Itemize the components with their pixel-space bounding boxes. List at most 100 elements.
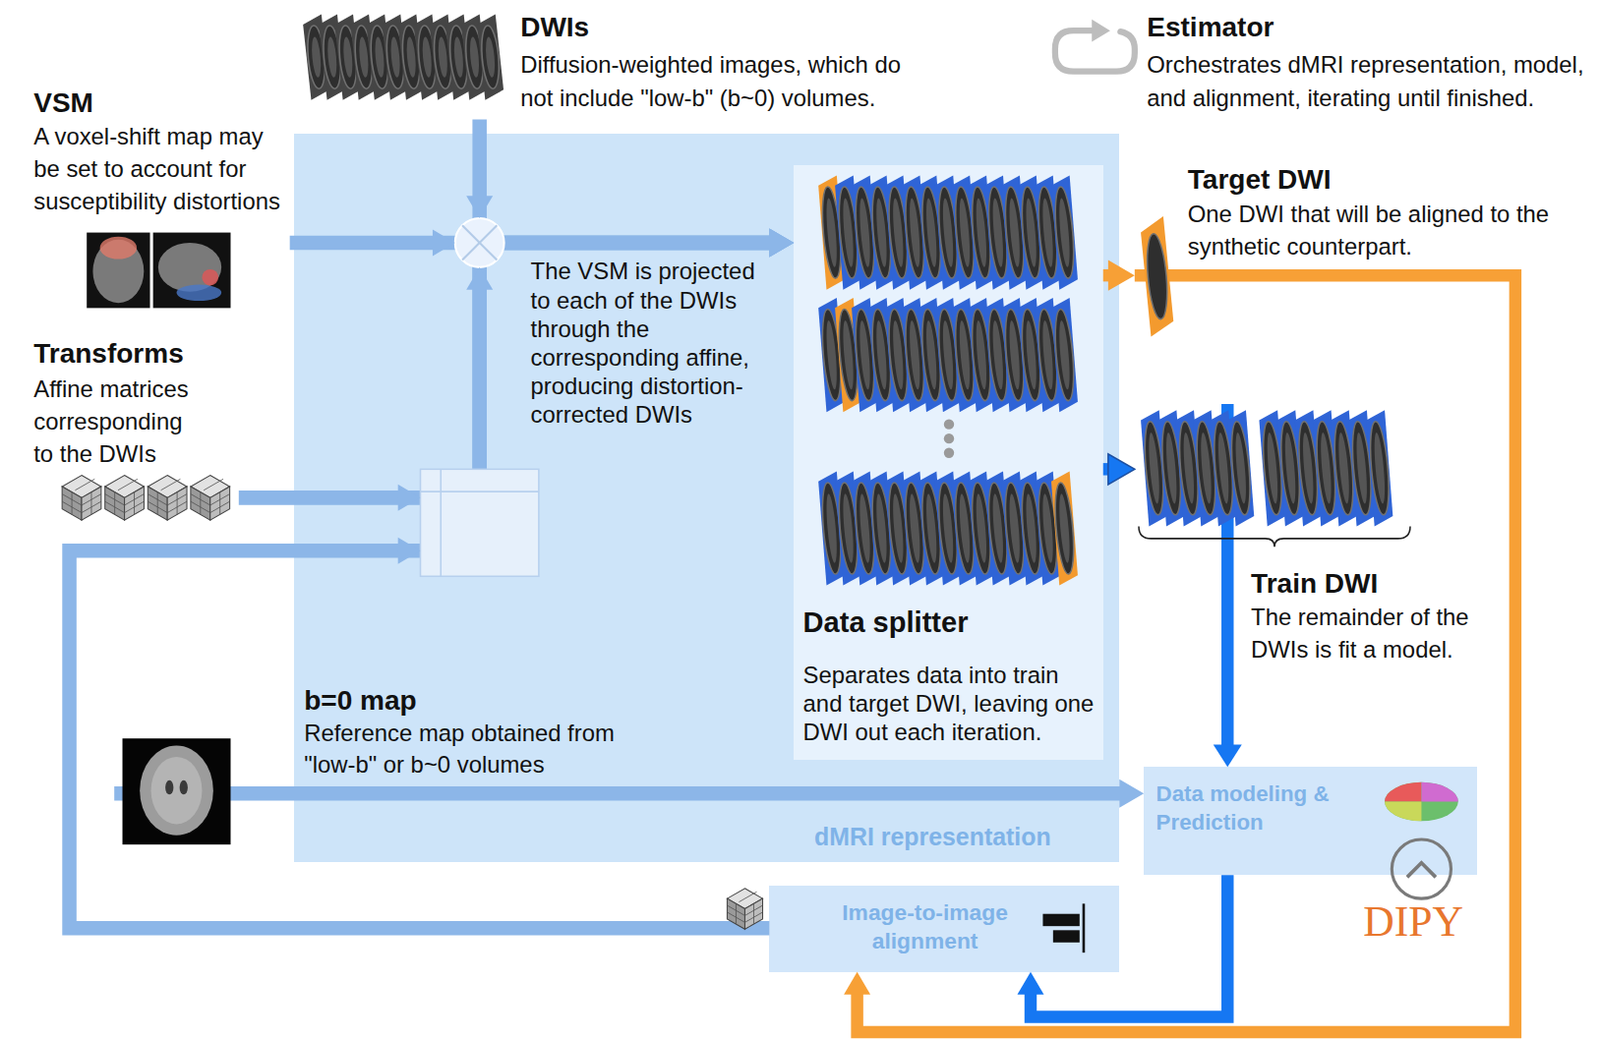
arrow-head — [1108, 454, 1135, 485]
brain-sagittal — [158, 242, 222, 293]
brain-slice — [1366, 420, 1392, 517]
brain-texture — [824, 320, 838, 391]
arrow-head — [398, 484, 421, 512]
brain-texture — [1301, 432, 1316, 505]
cube-grid — [219, 492, 221, 516]
cube-grid — [161, 478, 181, 490]
image-slice — [1051, 471, 1078, 586]
brain-texture — [941, 320, 955, 391]
brain-texture — [1023, 197, 1038, 268]
align-edge — [1082, 903, 1086, 953]
matrix-icon — [420, 469, 539, 577]
image-frame — [122, 738, 232, 845]
brain-texture — [974, 197, 989, 268]
arrow-head — [1119, 779, 1144, 809]
brain-texture — [420, 36, 433, 78]
node-body: Reference map obtained from "low-b" or b… — [303, 717, 623, 779]
connector-line — [479, 118, 772, 243]
node-body: A voxel-shift map may be set to account … — [33, 120, 286, 218]
process-label: Data modeling & Prediction — [1156, 779, 1366, 837]
loop-icon — [1055, 19, 1135, 72]
brain-texture — [991, 320, 1006, 391]
brain-texture — [1198, 432, 1214, 505]
illustration — [61, 14, 1459, 954]
brain-texture — [1040, 493, 1055, 564]
connector-line — [857, 275, 1516, 1033]
brain-texture — [1057, 493, 1071, 564]
brain-texture — [373, 36, 386, 78]
brain-texture — [874, 197, 889, 268]
odf-glyph — [1384, 802, 1422, 823]
reference-image — [122, 738, 232, 845]
node-heading: Train DWI — [1250, 567, 1476, 600]
brain-texture — [1040, 320, 1055, 391]
affine-cube — [147, 475, 187, 522]
label-anchor: Orchestrates dMRI representation, model,… — [1146, 48, 1594, 116]
distortion-blob — [100, 237, 137, 260]
odf-glyph — [1384, 782, 1459, 822]
cube-grid — [71, 492, 73, 516]
brain-texture — [991, 197, 1006, 268]
brain-texture — [1336, 432, 1352, 505]
brain-slice — [1052, 308, 1077, 402]
node-body: Affine matrices corresponding to the DWI… — [33, 372, 202, 472]
brain-texture — [1354, 432, 1369, 505]
cube-face — [167, 486, 187, 521]
cube-grid — [735, 903, 737, 925]
arrow-head — [398, 537, 421, 565]
brain-texture — [1216, 432, 1232, 505]
brain-texture — [840, 493, 855, 564]
image-slice — [476, 14, 504, 101]
brain-texture — [1372, 432, 1388, 505]
matrix-line — [420, 490, 539, 493]
slice-frame — [1365, 410, 1393, 527]
cube-face — [61, 486, 82, 521]
image-frame — [153, 233, 232, 309]
arrow-head — [843, 972, 871, 996]
brain-texture — [957, 493, 972, 564]
ellipsis-dot — [944, 433, 954, 444]
brain-texture — [1057, 320, 1071, 391]
image-frame — [86, 233, 150, 309]
slice-frame — [476, 14, 504, 101]
cube-grid — [177, 492, 178, 516]
align-bar — [1042, 914, 1079, 927]
logo-chevron — [1407, 863, 1436, 879]
distortion-blob — [201, 269, 219, 287]
cube-face — [105, 486, 125, 521]
slice-frame — [1051, 175, 1078, 290]
brain-slice — [1228, 420, 1253, 517]
train-stacks — [1138, 410, 1411, 547]
connector — [1017, 875, 1229, 1017]
node-body: Diffusion-weighted images, which do not … — [520, 48, 919, 116]
note-text: The VSM is projected to each of the DWIs… — [531, 256, 765, 428]
arrow-head — [769, 228, 794, 257]
node-body: The remainder of the DWIs is fit a model… — [1250, 600, 1482, 666]
connector-line — [238, 242, 772, 498]
affine-cube — [726, 888, 763, 931]
cube-grid — [203, 478, 224, 490]
alignment-icons — [726, 888, 1084, 953]
cube-grid — [753, 903, 755, 925]
connector — [238, 228, 794, 498]
brain-texture — [405, 36, 417, 78]
brain-texture — [924, 197, 939, 268]
legend-heading: Estimator — [1146, 10, 1453, 44]
cube-grid — [199, 492, 201, 516]
cube-face — [147, 486, 168, 521]
brain-texture — [857, 493, 872, 564]
matrix-line — [439, 469, 442, 577]
brain-texture — [991, 493, 1006, 564]
brain-texture — [840, 320, 855, 391]
image-slice — [1051, 175, 1078, 290]
node-body: Separates data into train and target DWI… — [803, 660, 1100, 747]
brain-texture — [974, 493, 989, 564]
bracket — [1138, 526, 1411, 547]
node-body: One DWI that will be aligned to the synt… — [1187, 197, 1568, 263]
brain-texture — [840, 197, 855, 268]
brain-texture — [890, 197, 905, 268]
connector — [1103, 260, 1135, 292]
arrow-head — [1213, 744, 1243, 768]
brain-texture — [924, 493, 939, 564]
affine-cube — [190, 475, 231, 522]
